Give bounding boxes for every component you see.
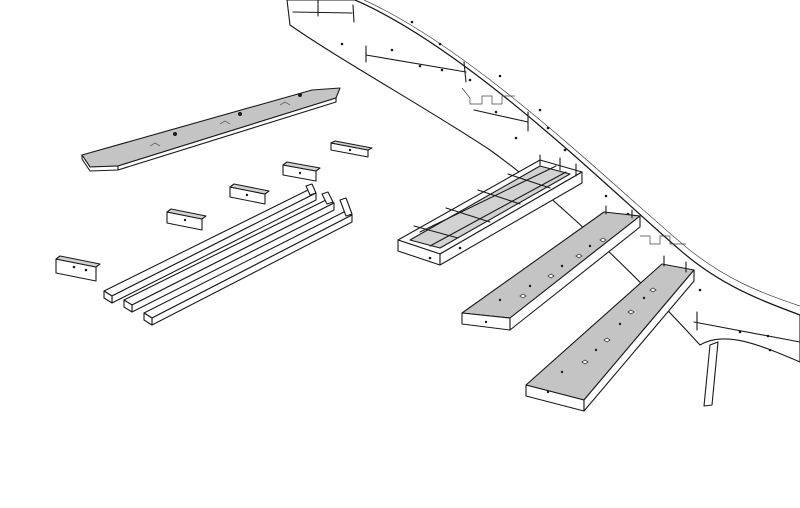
panel-slot	[473, 109, 529, 132]
long-rail	[123, 191, 335, 313]
panel-slot	[693, 311, 800, 343]
small-connector-block	[282, 161, 321, 182]
panel-holes	[340, 20, 772, 352]
tread-frame-assembly	[397, 154, 583, 266]
long-rail	[103, 183, 317, 304]
finished-tread	[525, 255, 695, 412]
small-connector-block	[330, 140, 373, 158]
small-connector-block	[166, 208, 207, 231]
panel-slot	[292, 0, 355, 23]
loose-tread-board	[81, 87, 341, 172]
support-post	[703, 341, 719, 407]
finished-tread	[461, 205, 641, 331]
panel-slot	[365, 45, 467, 83]
small-connector-block	[55, 255, 101, 282]
long-rail	[143, 197, 353, 326]
small-connector-block	[229, 183, 270, 205]
